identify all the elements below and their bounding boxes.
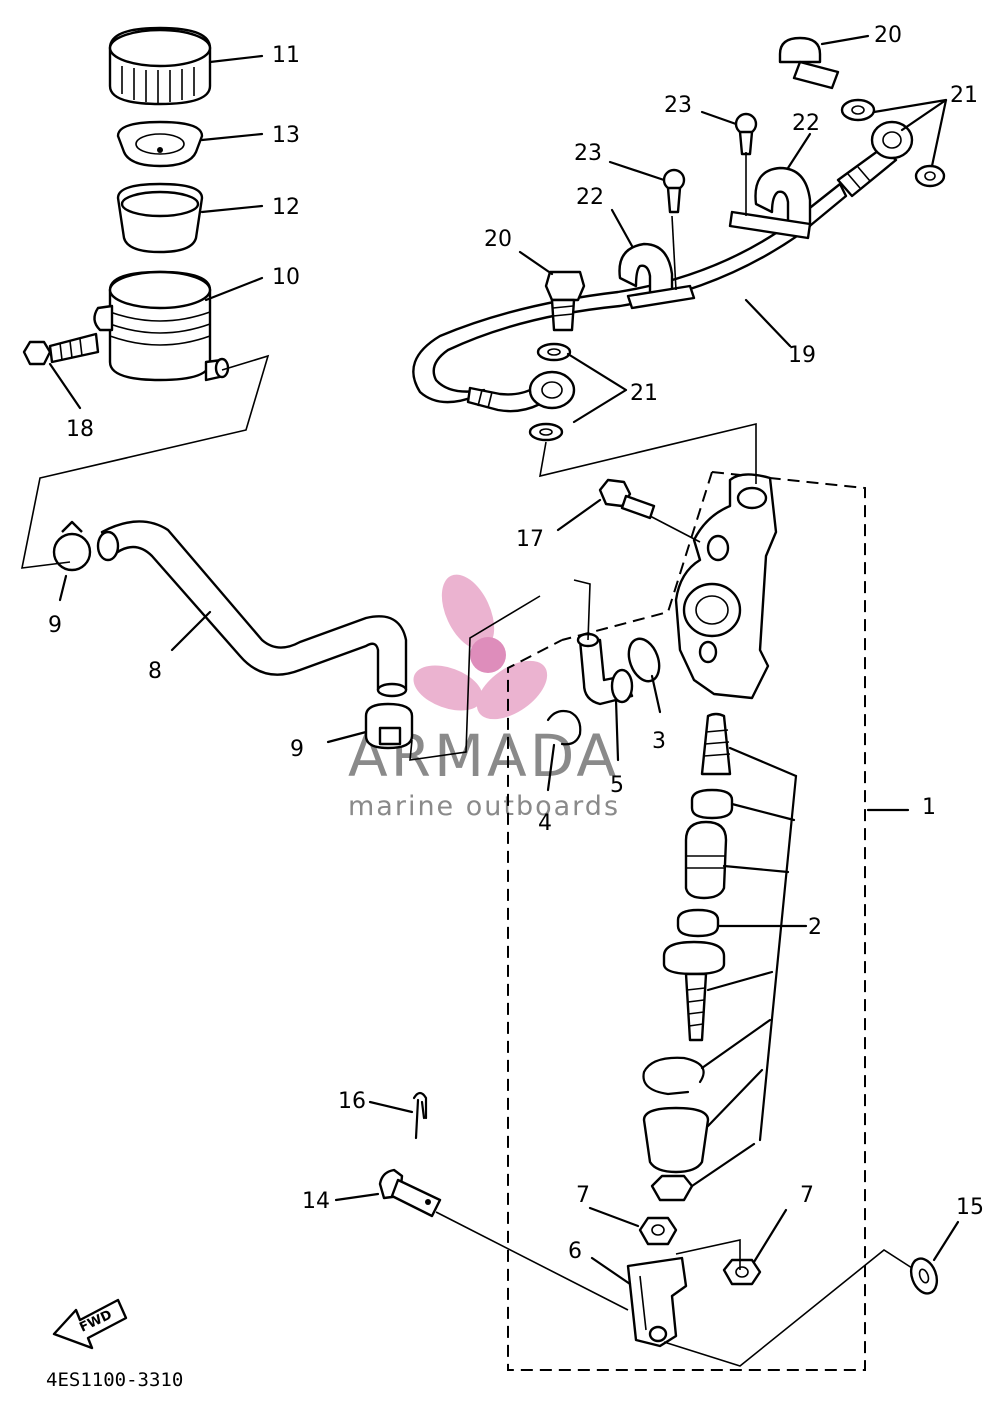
callout-8: 8 — [148, 659, 162, 684]
callout-10: 10 — [272, 265, 300, 290]
piston-kit-2 — [642, 712, 734, 1202]
callout-16: 16 — [338, 1089, 366, 1114]
callout-labels: 1 2 3 4 5 6 7 7 8 9 9 10 11 12 13 14 15 … — [48, 23, 984, 1264]
circlip-4 — [546, 709, 582, 746]
callout-9-upper: 9 — [48, 613, 62, 638]
callout-3: 3 — [652, 729, 666, 754]
callout-18: 18 — [66, 417, 94, 442]
callout-22-right: 22 — [792, 111, 820, 136]
hose-clamp-22-left — [618, 242, 696, 310]
callout-21-top: 21 — [950, 83, 978, 108]
callout-9-lower: 9 — [290, 737, 304, 762]
callout-11: 11 — [272, 43, 300, 68]
callout-21-left: 21 — [630, 381, 658, 406]
diagram-code: 4ES1100-3310 — [46, 1369, 183, 1391]
callout-15: 15 — [956, 1195, 984, 1220]
assembly-1-outline — [507, 471, 866, 1371]
callout-12: 12 — [272, 195, 300, 220]
oring-3 — [627, 637, 661, 683]
fwd-arrow: FWD — [52, 1298, 128, 1350]
callout-23-left: 23 — [574, 141, 602, 166]
bolt-17 — [598, 478, 656, 520]
hose-8 — [96, 520, 408, 698]
screws-23 — [662, 112, 758, 214]
callout-7-left: 7 — [576, 1183, 590, 1208]
watermark-tagline: marine outboards — [348, 791, 620, 822]
cotter-pin-16 — [412, 1091, 428, 1140]
callout-2: 2 — [808, 915, 822, 940]
callout-22-left: 22 — [576, 185, 604, 210]
union-bolt-20-left — [544, 270, 586, 332]
callout-1: 1 — [922, 795, 936, 820]
diaphragm-holder-12 — [116, 182, 204, 254]
hose-joint-5 — [576, 632, 634, 706]
union-bolt-20-top — [778, 36, 840, 90]
callout-4: 4 — [538, 811, 552, 836]
brake-hose-19 — [412, 120, 914, 413]
diaphragm-13 — [116, 120, 204, 168]
callout-19: 19 — [788, 343, 816, 368]
callout-14: 14 — [302, 1189, 330, 1214]
reservoir-tank-10 — [93, 270, 230, 382]
callout-5: 5 — [610, 773, 624, 798]
callout-20-left: 20 — [484, 227, 512, 252]
callout-17: 17 — [516, 527, 544, 552]
callout-13: 13 — [272, 123, 300, 148]
washer-15 — [909, 1257, 939, 1295]
callout-20-top: 20 — [874, 23, 902, 48]
bolt-18 — [22, 332, 100, 366]
propeller-logo — [413, 574, 548, 720]
pin-14 — [378, 1168, 442, 1218]
hose-clamp-22-right — [728, 166, 812, 240]
clamp-9-upper — [52, 520, 92, 572]
callout-6: 6 — [568, 1239, 582, 1264]
reservoir-cap-11 — [108, 26, 212, 106]
leader-lines — [20, 34, 960, 1367]
washers-21 — [528, 98, 946, 442]
push-rod-clevis-6 — [626, 1256, 688, 1348]
master-cylinder-body — [674, 473, 778, 700]
clamp-9-lower — [364, 702, 414, 750]
callout-7-right: 7 — [800, 1183, 814, 1208]
nuts-7 — [638, 1216, 762, 1286]
callout-23-top: 23 — [664, 93, 692, 118]
